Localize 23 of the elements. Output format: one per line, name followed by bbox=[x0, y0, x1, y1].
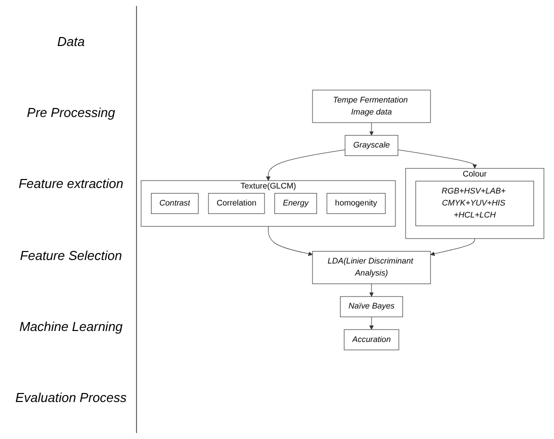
row-label: Pre Processing bbox=[26, 105, 116, 120]
arrow bbox=[430, 238, 476, 256]
node-box: Correlation bbox=[208, 192, 265, 214]
arrow bbox=[398, 148, 477, 168]
row-label: Machine Learning bbox=[18, 318, 124, 334]
node-box: Naïve Bayes bbox=[340, 296, 403, 317]
node-box: Contrast bbox=[151, 192, 199, 214]
arrow bbox=[268, 226, 313, 256]
node-box: Energy bbox=[274, 192, 317, 214]
row-label: Feature Selection bbox=[19, 248, 123, 263]
node-box: LDA(Linier Discriminant Analysis) bbox=[312, 250, 431, 284]
node-box: Grayscale bbox=[344, 134, 398, 156]
node-box: RGB+HSV+LAB+ CMYK+YUV+HIS +HCL+LCH bbox=[416, 180, 534, 226]
arrow bbox=[369, 316, 374, 330]
row-label: Feature extraction bbox=[18, 176, 124, 192]
node-box: Accuration bbox=[344, 328, 400, 350]
arrow bbox=[369, 122, 374, 136]
row-label: Evaluation Process bbox=[14, 390, 128, 405]
node-box: homogenity bbox=[326, 192, 386, 214]
arrow bbox=[266, 148, 346, 180]
row-label: Data bbox=[56, 34, 86, 50]
arrow bbox=[369, 283, 374, 296]
node-box: Tempe Fermentation Image data bbox=[312, 89, 431, 122]
